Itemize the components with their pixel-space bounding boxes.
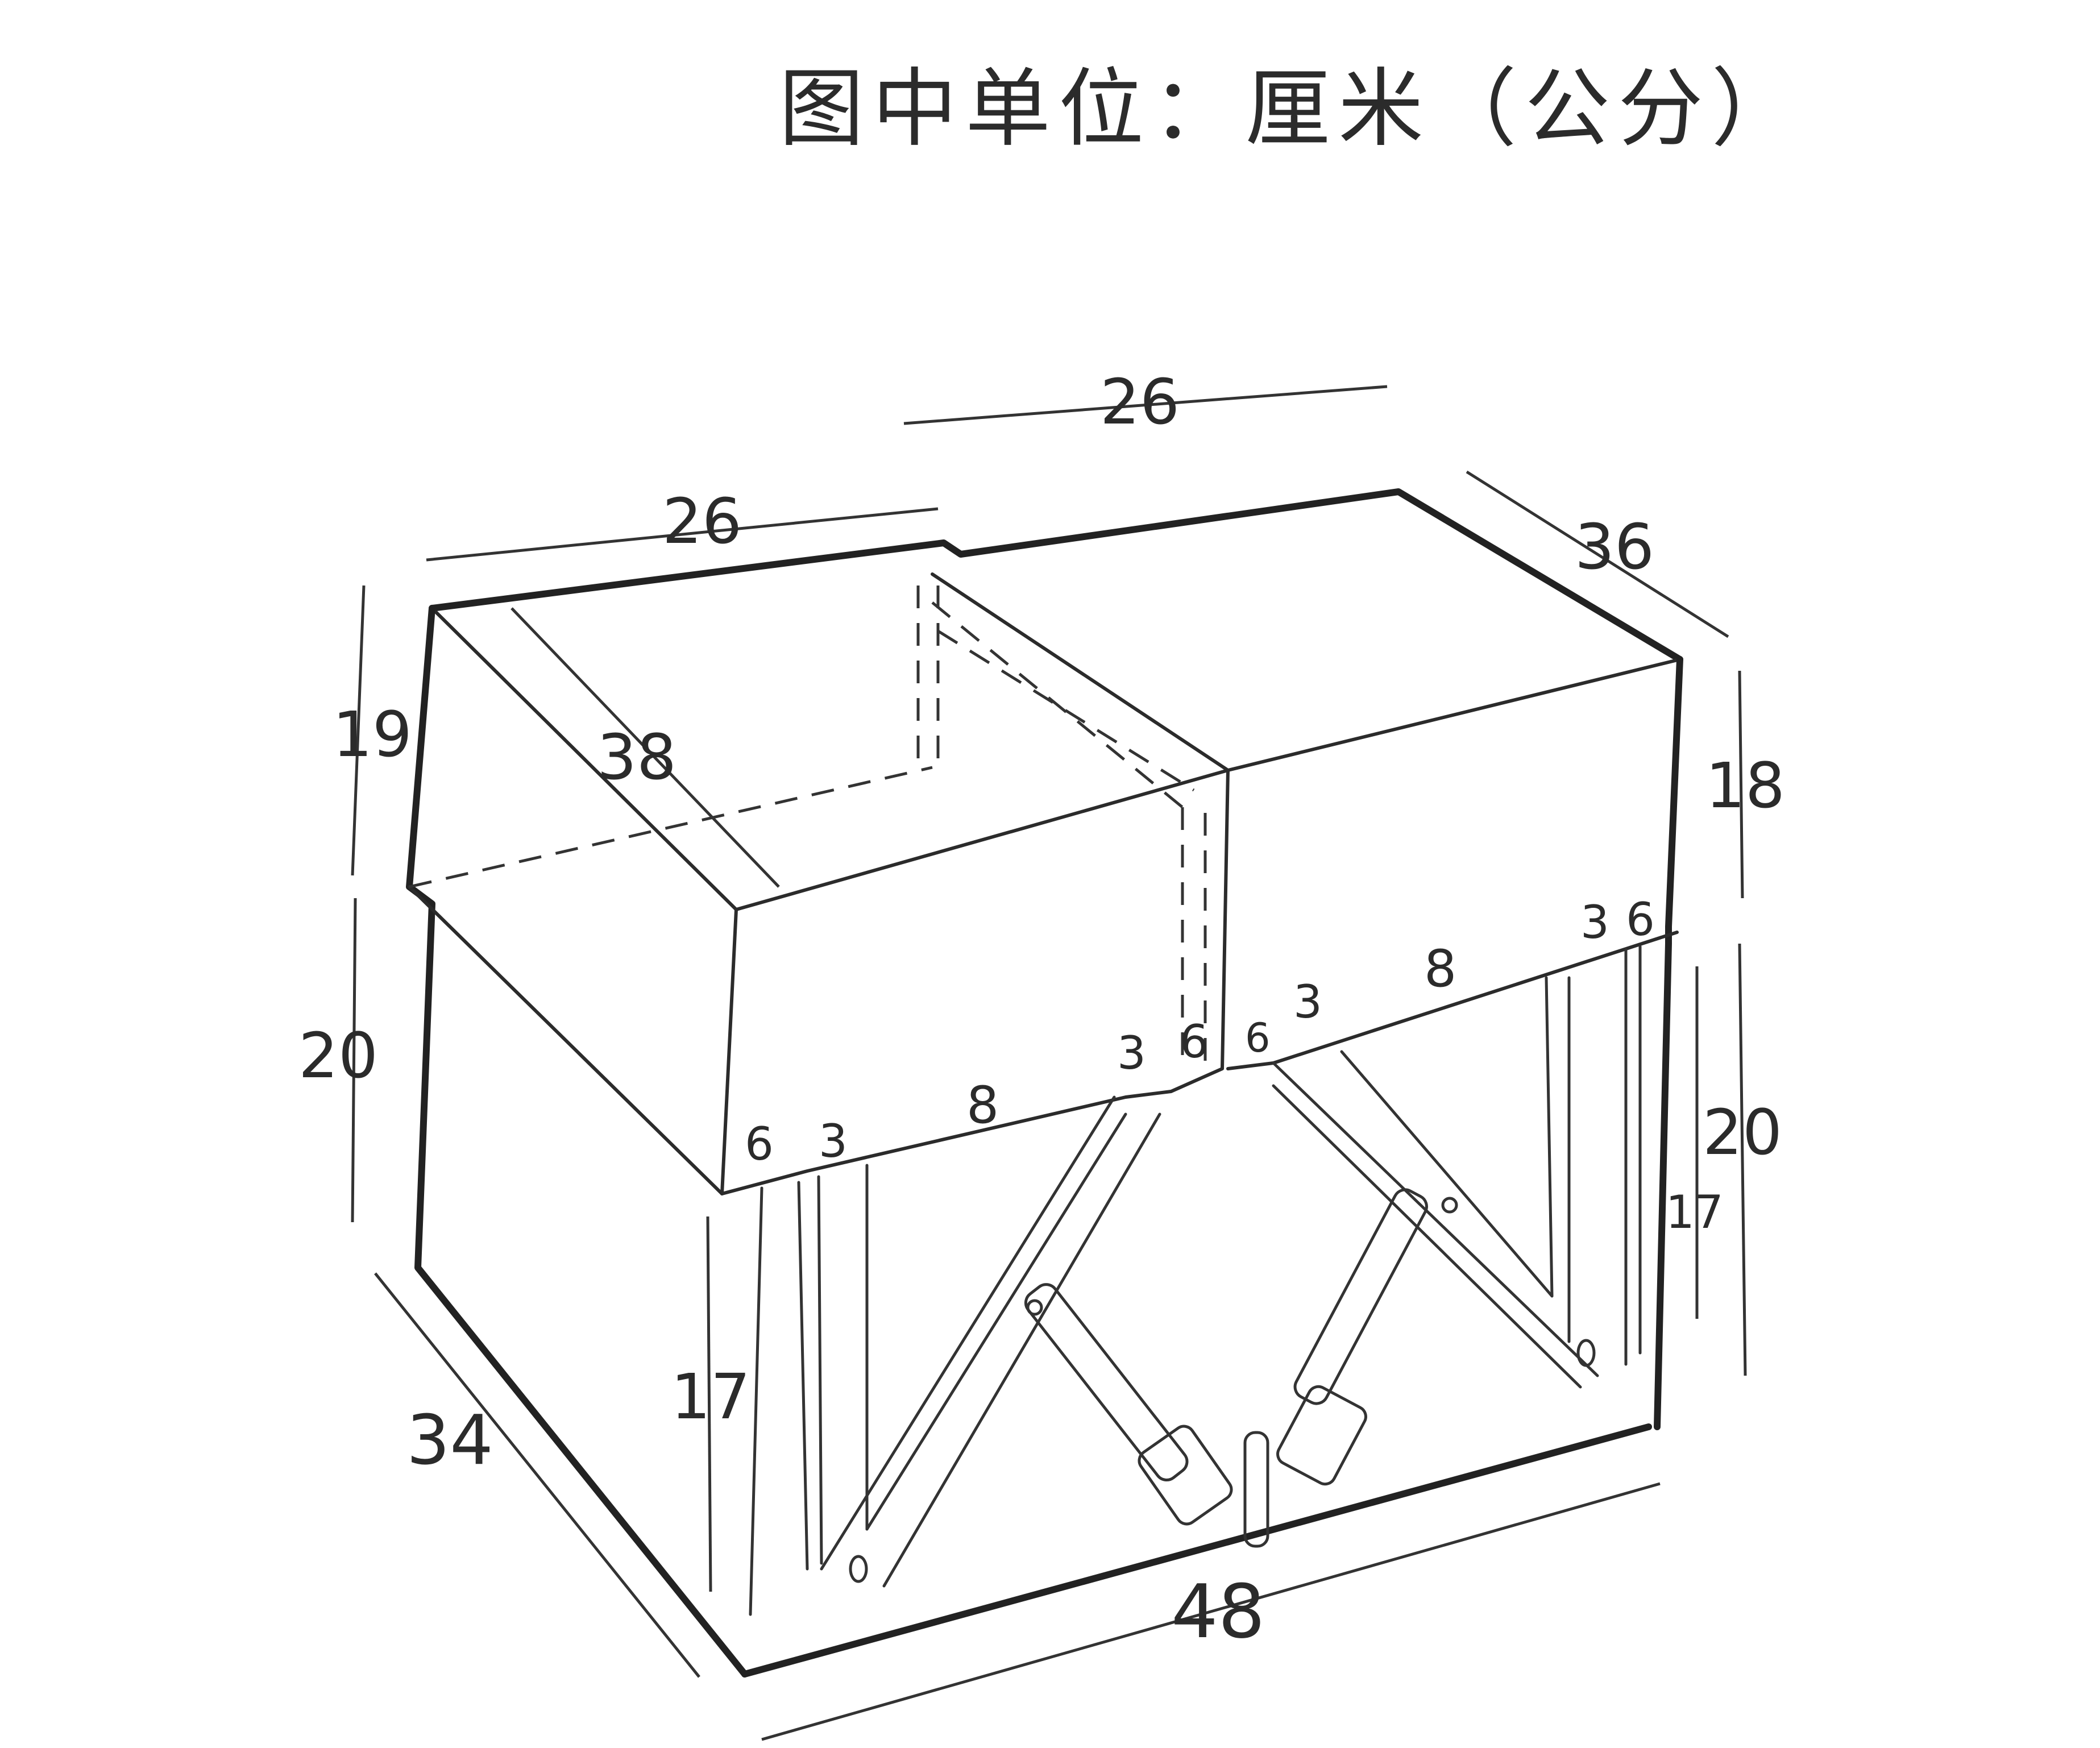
dim-left-upper-height: 19 — [333, 698, 412, 771]
center-brace-mechanism — [1024, 1188, 1458, 1548]
dimension-lines — [351, 385, 1747, 1741]
dim-left-seg-2: 3 — [819, 1115, 848, 1168]
right-scissor-legs — [1272, 945, 1642, 1389]
dim-right-lower-height: 20 — [1703, 1096, 1782, 1169]
dim-right-seg-5: 6 — [1626, 893, 1655, 946]
dim-right-seg-4: 3 — [1580, 896, 1609, 949]
dim-bottom-width: 48 — [1171, 1568, 1265, 1655]
dim-left-seg-4: 3 — [1117, 1027, 1146, 1079]
dim-left-seg-3: 8 — [966, 1076, 999, 1135]
dimension-labels: 26 26 36 38 19 20 17 34 48 18 20 17 6 3 … — [298, 366, 1785, 1655]
dim-top-right-width: 26 — [1100, 366, 1180, 438]
unit-note: 图中单位：厘米（公分） — [779, 60, 1805, 159]
dim-right-seg-3: 8 — [1424, 939, 1456, 999]
dim-right-leg-height: 17 — [1666, 1186, 1724, 1239]
dim-left-leg-height: 17 — [671, 1360, 750, 1433]
dim-right-upper-height: 18 — [1705, 749, 1785, 822]
dim-top-depth-right: 36 — [1575, 510, 1654, 583]
dim-top-depth-left: 38 — [597, 721, 677, 794]
dim-left-seg-1: 6 — [745, 1118, 774, 1170]
dim-left-seg-5: 6 — [1180, 1015, 1209, 1068]
dim-right-seg-1: 6 — [1245, 1015, 1271, 1061]
left-scissor-legs — [749, 1095, 1161, 1616]
hidden-lines — [409, 586, 1207, 1069]
dim-right-seg-2: 3 — [1293, 975, 1322, 1028]
dim-top-left-width: 26 — [662, 485, 742, 558]
front-upper-panels — [408, 769, 1679, 1195]
top-face — [429, 488, 1683, 911]
dim-left-lower-height: 20 — [298, 1019, 378, 1092]
dim-bottom-depth: 34 — [406, 1401, 493, 1480]
